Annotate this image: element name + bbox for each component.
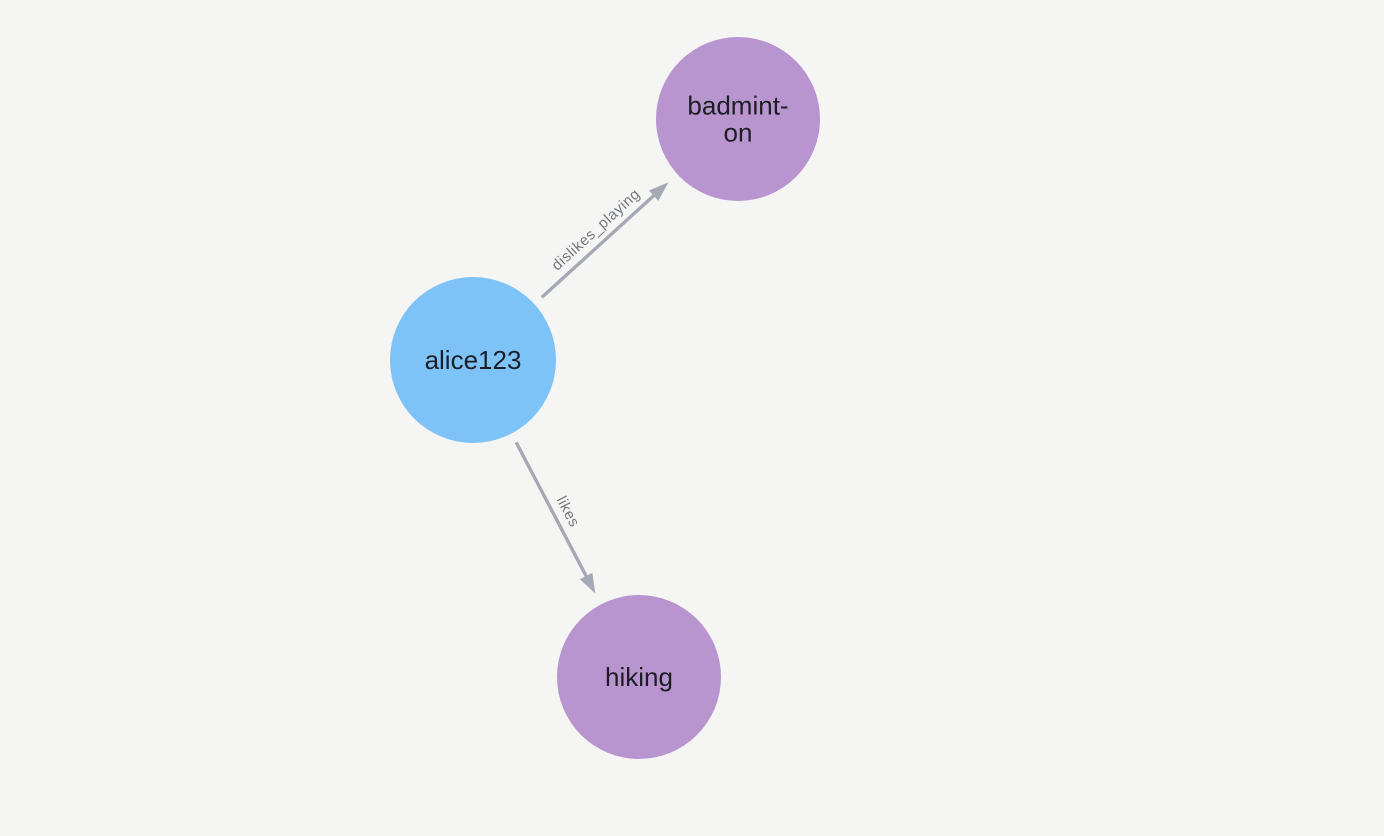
edge-arrowhead-icon xyxy=(648,182,669,201)
graph-edge-likes[interactable]: likes xyxy=(514,441,596,594)
edge-line[interactable] xyxy=(540,191,658,299)
graph-node-hiking[interactable]: hiking xyxy=(557,595,721,759)
edge-arrowhead-icon xyxy=(579,572,596,594)
node-circle-hiking[interactable] xyxy=(557,595,721,759)
edge-line[interactable] xyxy=(514,441,590,581)
edge-label: dislikes_playing xyxy=(549,186,644,275)
graph-node-alice123[interactable]: alice123 xyxy=(390,277,556,443)
graph-edge-dislikes_playing[interactable]: dislikes_playing xyxy=(540,182,669,299)
graph-node-badminton[interactable]: badmint-on xyxy=(656,37,820,201)
node-circle-badminton[interactable] xyxy=(656,37,820,201)
node-circle-alice123[interactable] xyxy=(390,277,556,443)
edge-label: likes xyxy=(553,493,583,530)
